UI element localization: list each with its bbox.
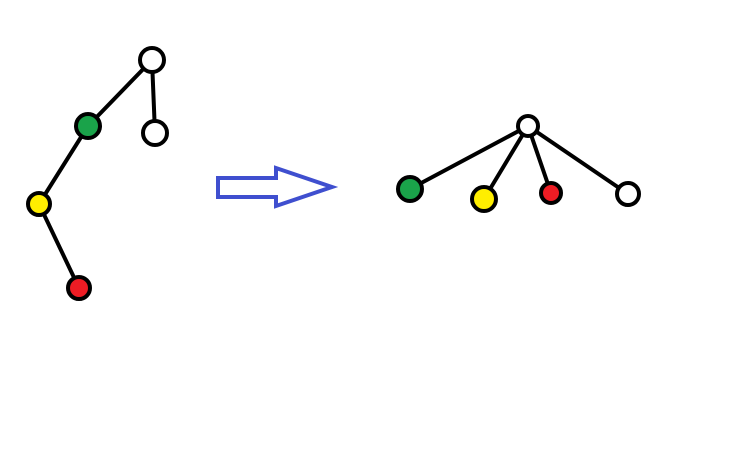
left-tree-edge-y-r (37, 202, 81, 290)
left-tree (26, 46, 169, 301)
left-tree-node-y (26, 191, 52, 217)
right-tree-node-w (615, 181, 641, 207)
left-tree-node-w1 (138, 46, 166, 74)
right-tree-node-root (516, 114, 540, 138)
right-tree-edge-root-y (482, 124, 530, 201)
right-tree (396, 114, 641, 213)
right-tree-node-y (470, 185, 498, 213)
right-arrow-icon (216, 165, 339, 209)
left-tree-node-w2 (141, 119, 169, 147)
left-tree-node-r (66, 275, 92, 301)
right-tree-edge-root-w (526, 124, 630, 196)
left-tree-node-g (74, 112, 102, 140)
transform-arrow (216, 165, 339, 209)
left-tree-edge-g-y (37, 124, 90, 206)
right-tree-edge-root-g (408, 124, 530, 191)
right-tree-node-r (539, 181, 563, 205)
left-tree-edge-w1-g (86, 58, 154, 128)
right-tree-node-g (396, 175, 424, 203)
